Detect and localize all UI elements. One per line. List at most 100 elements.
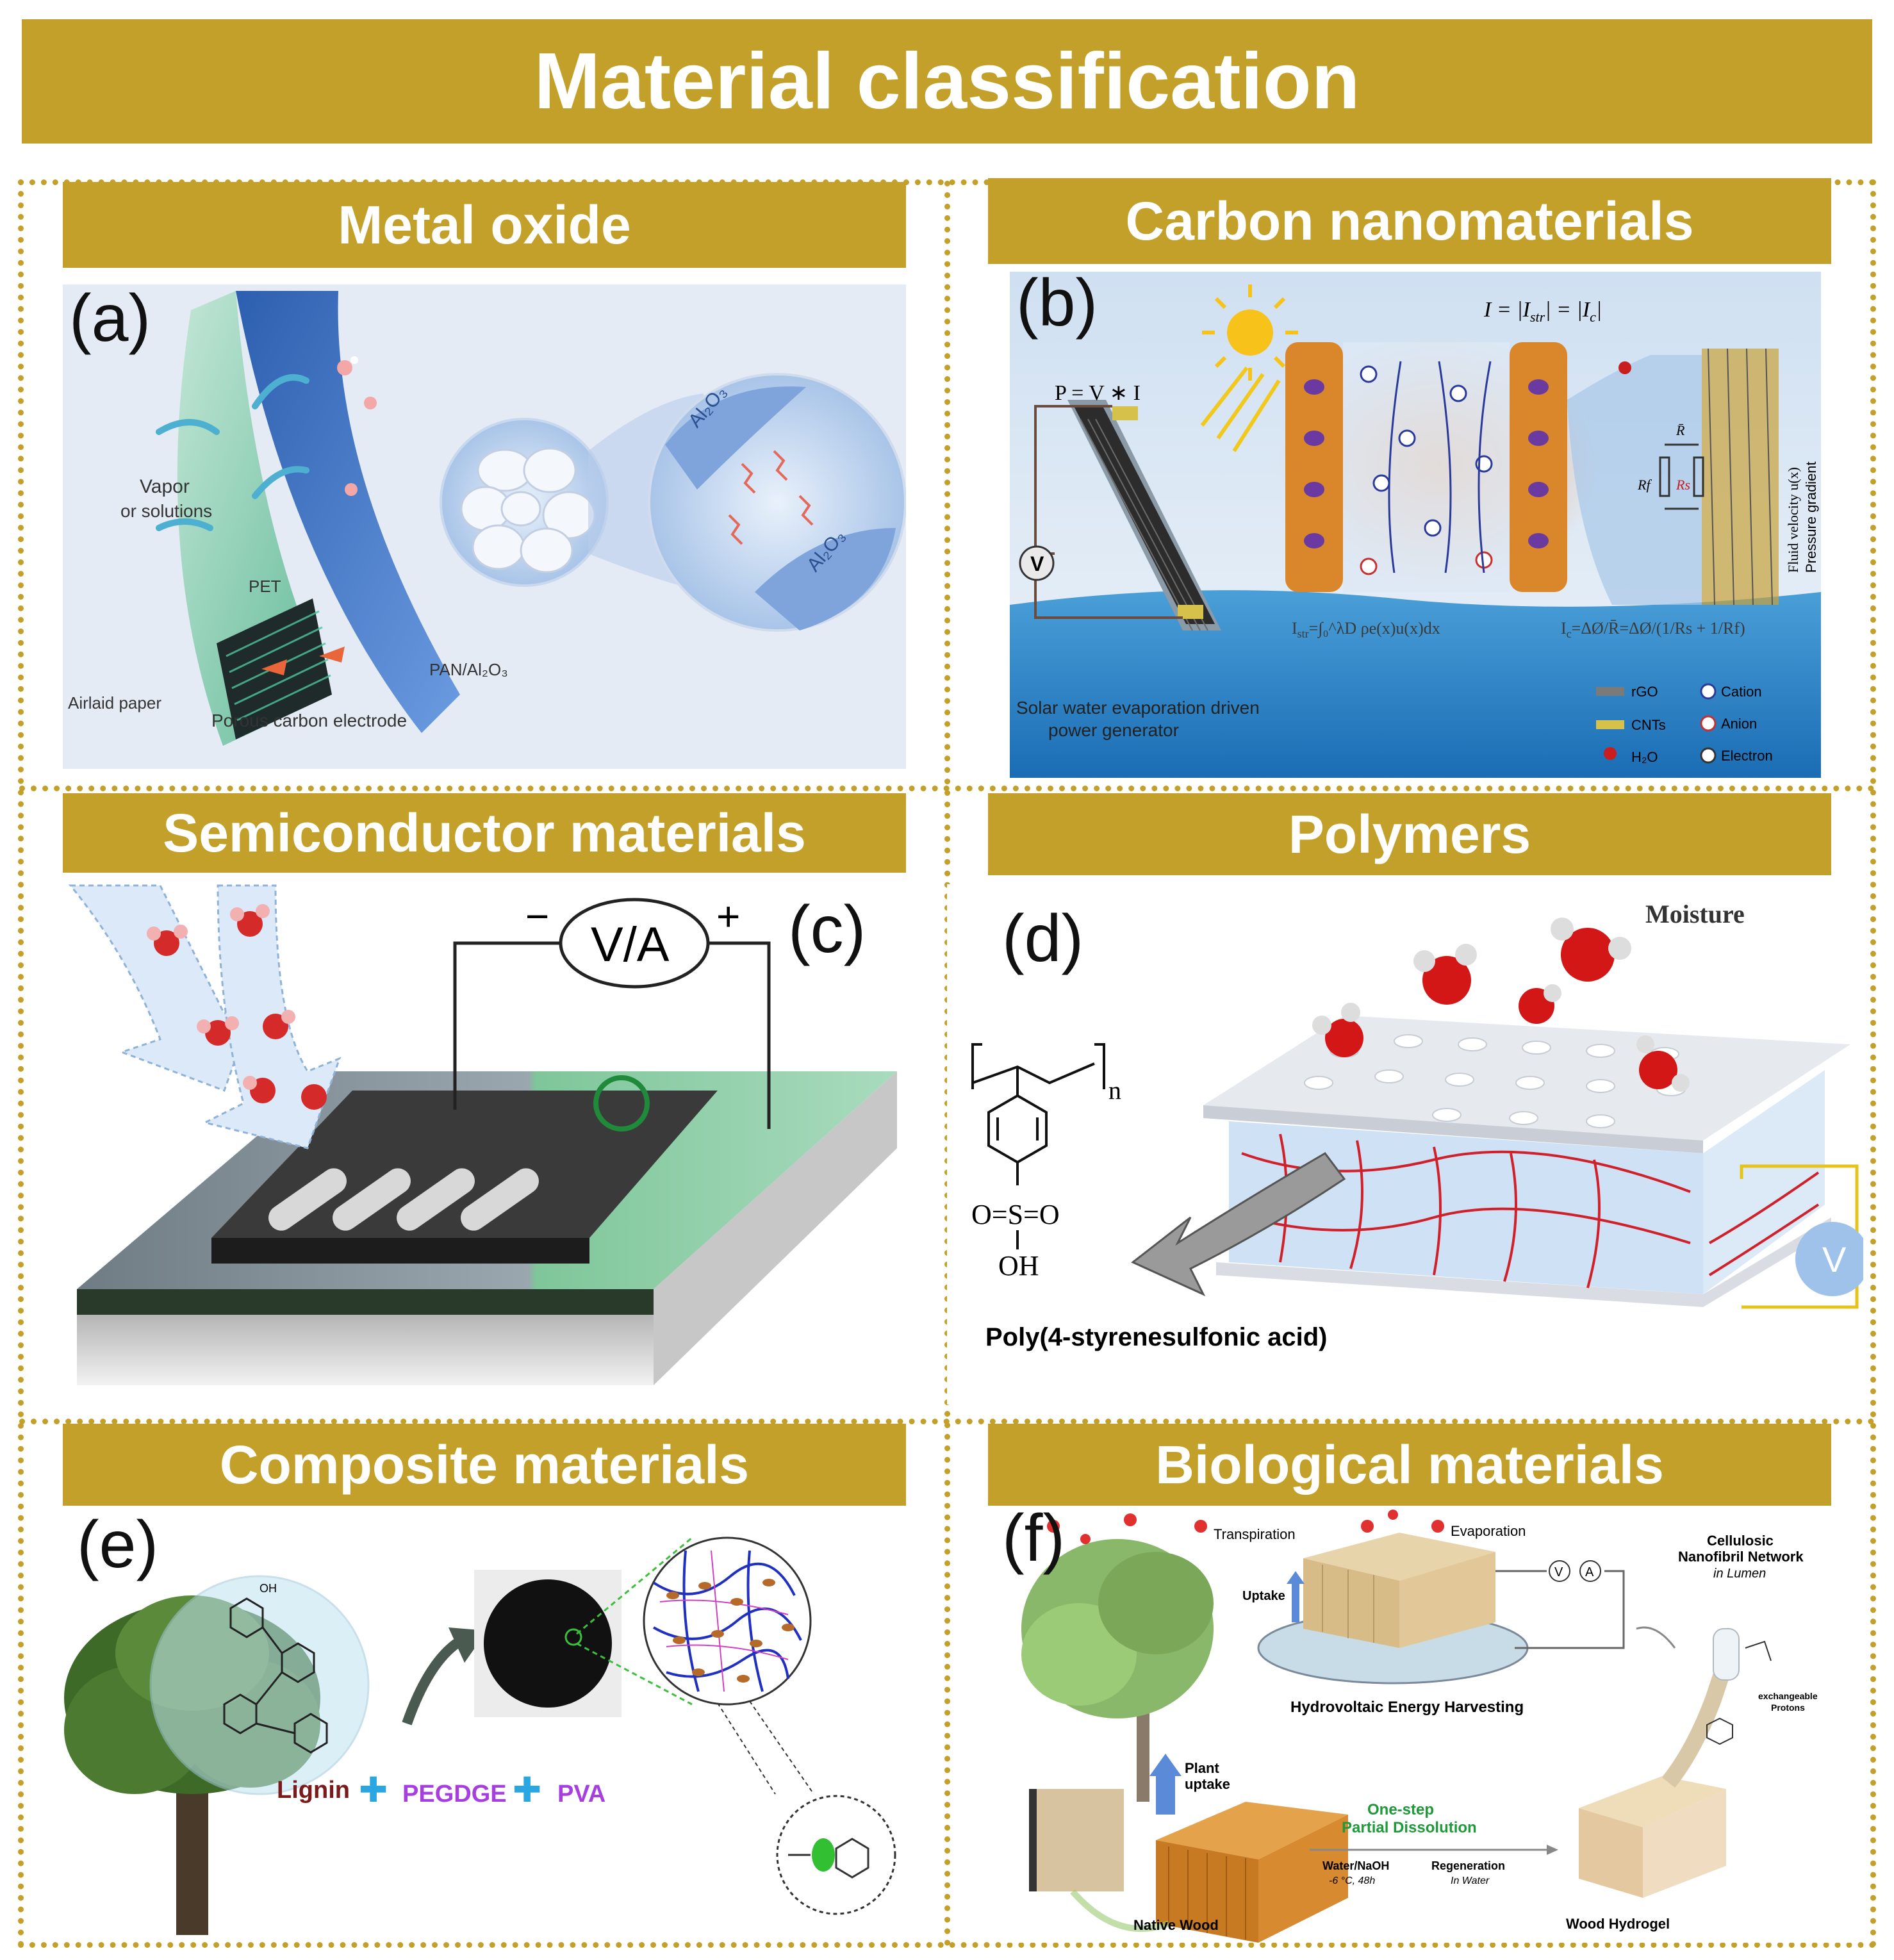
curved-arrow <box>402 1636 465 1725</box>
nanofibril-label: Nanofibril Network <box>1678 1549 1804 1565</box>
pet-label: PET <box>249 577 281 596</box>
subscript-n: n <box>1108 1076 1121 1105</box>
legend-cation-icon <box>1700 683 1717 700</box>
wire-bottom <box>1034 573 1183 619</box>
header-metal-oxide-text: Metal oxide <box>338 194 631 255</box>
composite-film <box>484 1579 612 1708</box>
chip-side <box>211 1238 589 1264</box>
panel-c-semiconductor: V/A − + (c) <box>64 879 923 1398</box>
panel-e-composite: OH Lignin ✚ PEGDGE ✚ PVA <box>38 1512 935 1941</box>
process-arrowhead <box>1547 1845 1558 1855</box>
regeneration-label: Regeneration <box>1431 1859 1505 1872</box>
wire-right <box>705 941 771 1129</box>
water-molecules <box>1312 918 1690 1092</box>
big-arrow <box>1131 1152 1346 1297</box>
substrate-side <box>77 1315 654 1385</box>
lignin-particles <box>666 1579 795 1683</box>
legend-anion: Anion <box>1721 716 1757 732</box>
pegdge-label: PEGDGE <box>402 1781 507 1808</box>
header-biological-text: Biological materials <box>1155 1434 1664 1495</box>
wire-top <box>1740 1164 1859 1243</box>
native-wood-label: Native Wood <box>1133 1917 1219 1933</box>
al2o3-lower <box>755 528 896 630</box>
panel-f-illustration: Transpiration Plant uptake Native Wood O… <box>1002 1507 1857 1943</box>
title-banner: Material classification <box>22 19 1872 144</box>
header-carbon-nanomaterials: Carbon nanomaterials <box>988 178 1831 264</box>
generator-label-2: power generator <box>1048 720 1179 740</box>
protons-label: Protons <box>1771 1702 1805 1713</box>
va-meter-label: V/A <box>591 918 670 972</box>
wood-device <box>1303 1533 1495 1648</box>
uptake-arrowhead <box>1287 1571 1305 1584</box>
ic-eq: Ic=ΔØ/R̄=ΔØ/(1/Rs + 1/Rf) <box>1561 619 1745 640</box>
polymer-name: Poly(4-styrenesulfonic acid) <box>985 1323 1327 1351</box>
meter-v-icon <box>1549 1560 1570 1582</box>
power-eq: P = V ∗ I <box>1055 381 1141 405</box>
panel-f-biological: Transpiration Plant uptake Native Wood O… <box>1002 1507 1857 1943</box>
green-ring <box>593 1075 650 1132</box>
voltmeter-icon <box>1795 1222 1863 1296</box>
zoom-curve <box>1070 1889 1170 1932</box>
uptake-arrow <box>1292 1584 1299 1622</box>
rs-label: Rs <box>1676 477 1690 493</box>
cellulose-arrow <box>1636 1626 1676 1649</box>
header-semiconductor-text: Semiconductor materials <box>163 802 806 863</box>
legend: rGO CNTs H₂O Cation Anion Electron <box>1596 683 1773 765</box>
pva-label: PVA <box>557 1781 605 1808</box>
plant-uptake-arrow <box>1156 1776 1175 1815</box>
orange-arrows <box>261 646 345 675</box>
bond-structure <box>788 1838 869 1879</box>
tree-icon <box>1021 1539 1214 1802</box>
header-composite: Composite materials <box>63 1424 906 1506</box>
moisture-label: Moisture <box>1645 900 1745 928</box>
voltmeter-v: V <box>1030 552 1044 575</box>
hydrogel-label: Wood Hydrogel <box>1566 1916 1670 1932</box>
panel-c-illustration: V/A − + <box>64 879 923 1398</box>
wood-slice <box>1034 1789 1124 1891</box>
plant-label: Plant <box>1185 1760 1219 1776</box>
vapor-arrows <box>156 374 309 531</box>
plant-uptake-label: uptake <box>1185 1776 1230 1792</box>
h2o-molecule <box>1618 361 1631 374</box>
airlaid-label: Airlaid paper <box>68 693 161 712</box>
current-eq: I = |Istr| = |Ic| <box>1483 298 1602 325</box>
istr-eq: Istr=∫₀^λD ρe(x)u(x)dx <box>1292 619 1440 640</box>
panel-b-illustration: V <box>1010 272 1821 778</box>
hydroxyl-label: OH <box>998 1250 1039 1281</box>
hydrovoltaic-label: Hydrovoltaic Energy Harvesting <box>1290 1699 1524 1716</box>
oh-label: OH <box>259 1582 277 1595</box>
panel-label-b: (b) <box>1016 272 1098 340</box>
pss-film <box>1229 1121 1703 1294</box>
header-metal-oxide: Metal oxide <box>63 182 906 268</box>
cellulosic-label: Cellulosic <box>1707 1533 1774 1549</box>
header-polymers: Polymers <box>988 793 1831 875</box>
native-wood-block <box>1156 1802 1348 1943</box>
wood-bark <box>1029 1789 1037 1891</box>
pva-chains <box>659 1550 789 1692</box>
water-molecules <box>337 356 377 496</box>
meter-a-icon <box>1579 1560 1601 1582</box>
zoom-region <box>1567 355 1702 605</box>
horizontal-divider-1 <box>19 786 1875 791</box>
lignin-bubble <box>149 1575 370 1795</box>
sulfonate-group: O=S=O <box>971 1199 1060 1230</box>
pss-structure <box>971 1043 1105 1249</box>
panel-label-d: (d) <box>1002 902 1084 976</box>
porous-carbon-electrode <box>217 598 332 739</box>
device-wires <box>1495 1570 1625 1649</box>
panel-b-carbon: V <box>1010 272 1821 778</box>
porous-label: Porous carbon electrode <box>211 711 407 730</box>
wood-hydrogel-block <box>1579 1776 1726 1898</box>
exchangeable-label: exchangeable <box>1758 1691 1818 1701</box>
header-biological: Biological materials <box>988 1424 1831 1506</box>
lumen-label: in Lumen <box>1713 1567 1766 1581</box>
panel-a-metal-oxide: Al₂O₃ Al₂O₃ Vapor or solutions PET PAN/A… <box>63 284 906 769</box>
legend-electron: Electron <box>1721 748 1773 764</box>
zoom-lines <box>576 1536 693 1706</box>
water-molecules <box>147 904 327 1110</box>
plant-uptake-arrowhead <box>1149 1754 1182 1776</box>
al2o3-upper <box>665 386 806 490</box>
page-title: Material classification <box>534 37 1360 126</box>
bond-highlight <box>812 1838 835 1872</box>
rgo-wall-right <box>1510 342 1567 592</box>
